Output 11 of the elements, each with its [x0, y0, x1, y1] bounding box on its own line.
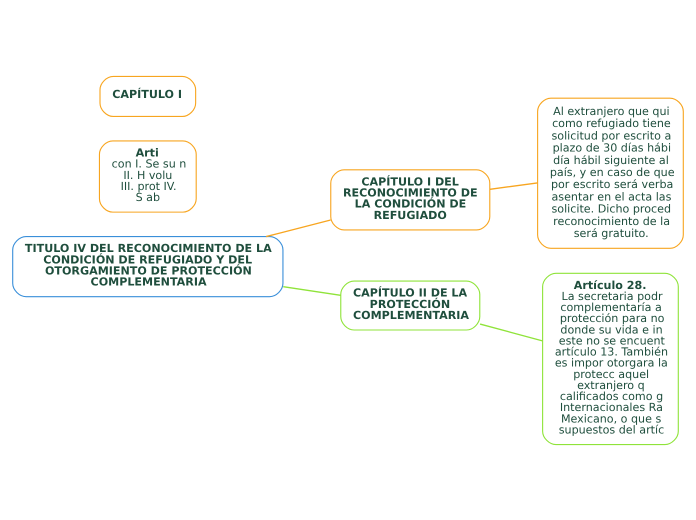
node-box: Artículo 28. La secretaria podr complementaría a protección para no donde su vida e in este no se encuent artículo 13. También es impor otorgara la protecc aquel extranjero q calificados como g Internacionales Ra Mexicano, o que s supuestos del artíc [542, 272, 679, 445]
node-box: CAPÍTULO I DEL RECONOCIMIENTO DE LA CONDICIÓN DE REFUGIADO [330, 168, 490, 230]
connector [266, 218, 331, 237]
node-box: TITULO IV DEL RECONOCIMIENTO DE LA CONDICIÓN DE REFUGIADO Y DEL OTORGAMIENTO DE PROTECCIÓN COMPLEMENTARIA [12, 236, 284, 297]
connector [283, 286, 341, 296]
connector [480, 322, 543, 342]
connector [490, 182, 538, 190]
node-box: CAPÍTULO I [99, 75, 196, 117]
node-box: CAPÍTULO II DE LA PROTECCIÓN COMPLEMENTARIA [340, 280, 480, 330]
node-box: Arti con I. Se su n II. H volu III. prot IV. S ab [98, 140, 197, 212]
node-box: Al extranjero que qui como refugiado tiene solicitud por escrito a plazo de 30 días hábi día hábil siguiente al país, y en caso de que por escrito será verba asentar en el acta las solicite. Dicho proced reconocimiento de la será gratuito. [537, 97, 684, 248]
